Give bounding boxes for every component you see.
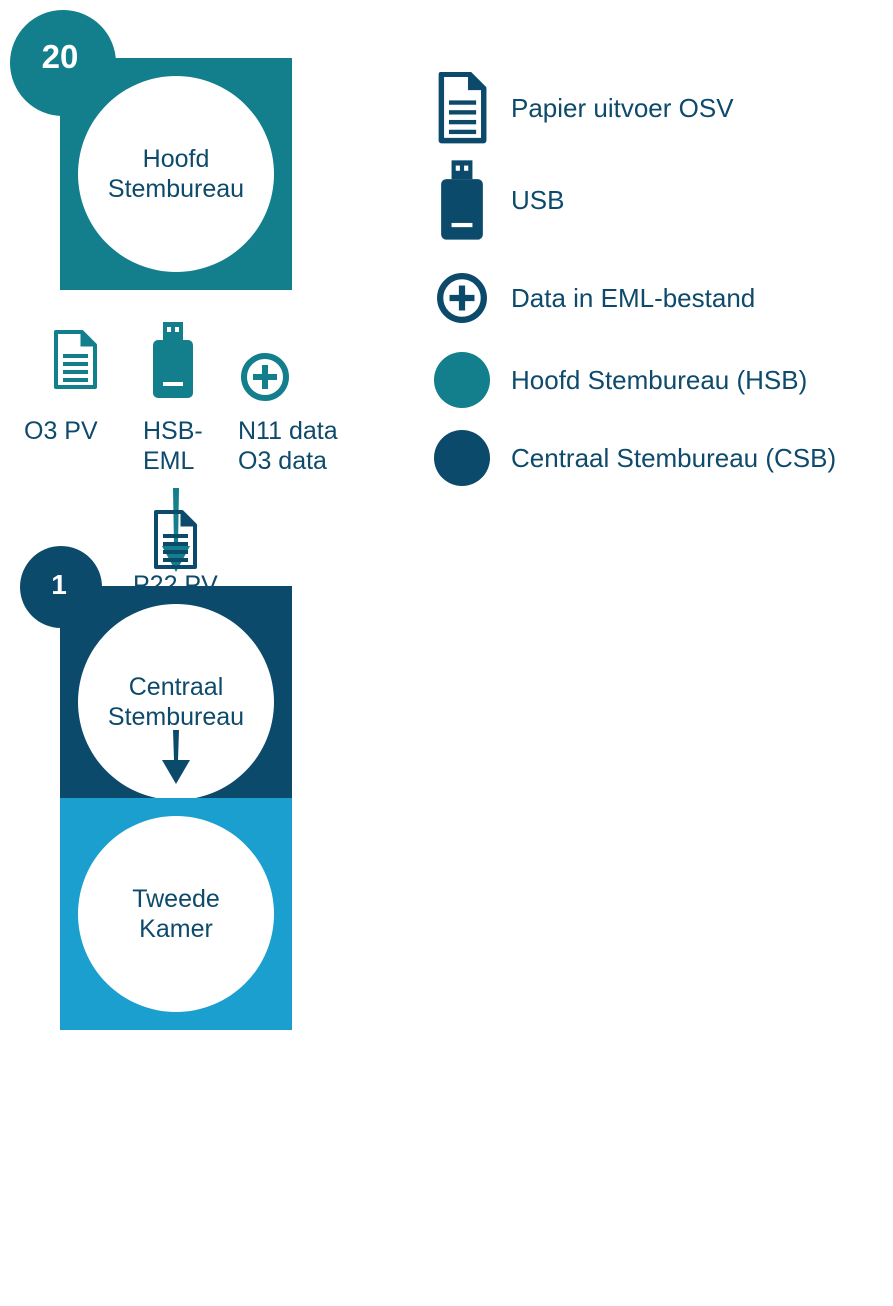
usb-stick-icon [153, 322, 193, 398]
csb-color-dot [434, 430, 490, 486]
p22-label: P22 PV [133, 571, 218, 599]
hsb-color-dot [434, 352, 490, 408]
usb-label-line2: EML [143, 447, 195, 475]
legend-item-paper: Papier uitvoer OSV [433, 68, 734, 148]
legend-csb-text: Centraal Stembureau (CSB) [511, 442, 837, 473]
hsb-label: Hoofd Stembureau [78, 76, 274, 272]
tk-label-line1: Tweede [132, 885, 220, 913]
hsb-count-badge: 20 [10, 10, 116, 116]
tk-label: Tweede Kamer [78, 816, 274, 1012]
legend-data-text: Data in EML-bestand [511, 282, 756, 313]
legend-hsb-text: Hoofd Stembureau (HSB) [511, 364, 808, 395]
hoofd-stembureau-node: 20 Hoofd Stembureau [10, 10, 292, 290]
tk-label-line2: Kamer [139, 915, 213, 943]
legend-paper-text: Papier uitvoer OSV [511, 92, 734, 123]
legend-item-hsb: Hoofd Stembureau (HSB) [433, 350, 807, 410]
data-label-line2: O3 data [238, 447, 327, 475]
paper-document-icon [54, 330, 97, 389]
hsb-label-line2: Stembureau [107, 175, 245, 203]
usb-stick-icon [441, 160, 483, 240]
arrow-down-icon [162, 730, 190, 784]
legend-item-csb: Centraal Stembureau (CSB) [433, 428, 836, 488]
usb-label-line1: HSB- [143, 417, 203, 445]
paper-document-icon [438, 72, 487, 144]
csb-label-line1: Centraal [128, 673, 224, 701]
data-plus-icon [437, 273, 487, 323]
legend-item-data: Data in EML-bestand [433, 270, 755, 326]
tweede-kamer-node: Tweede Kamer [60, 798, 292, 1030]
csb-label-line2: Stembureau [107, 703, 245, 731]
paper-label: O3 PV [24, 417, 98, 445]
data-label-line1: N11 data [238, 417, 338, 445]
hsb-label-line1: Hoofd [142, 145, 210, 173]
data-plus-icon [241, 353, 289, 401]
legend-item-usb: USB [433, 158, 564, 242]
csb-count-badge: 1 [20, 546, 102, 628]
legend-usb-text: USB [511, 184, 565, 215]
paper-document-icon [154, 510, 197, 569]
